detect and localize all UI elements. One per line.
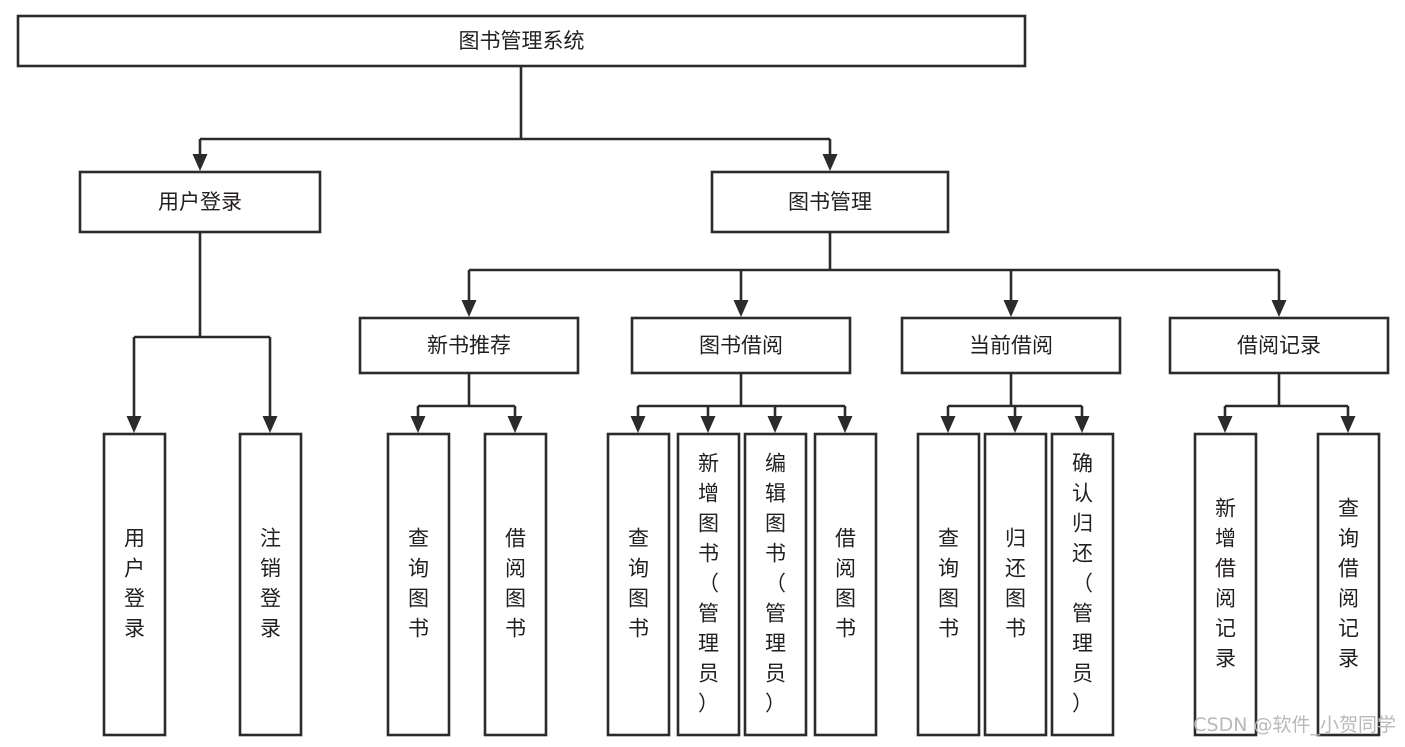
arrow-head-icon <box>1217 416 1233 433</box>
node-box <box>1050 432 1115 737</box>
node-box <box>710 170 950 234</box>
node-new-book-recommend[interactable]: 新书推荐 <box>358 316 580 375</box>
node-label: 编辑图书（管理员） <box>765 452 786 716</box>
node-label: 图书管理系统 <box>459 29 585 53</box>
connector-layer <box>126 66 1356 433</box>
node-leaf-confirm-return-admin[interactable]: 确认归还（管理员） <box>1050 432 1115 737</box>
arrow-head-icon <box>1340 416 1356 433</box>
node-box <box>386 432 451 737</box>
node-label: 归还图书 <box>1005 527 1026 641</box>
arrow-head-icon <box>1271 300 1287 317</box>
node-leaf-query-borrow-record[interactable]: 查询借阅记录 <box>1316 432 1381 737</box>
node-box <box>1193 432 1258 737</box>
node-label: 借阅图书 <box>835 527 856 641</box>
node-label: 当前借阅 <box>969 334 1053 358</box>
arrow-head-icon <box>262 416 278 433</box>
node-box <box>606 432 671 737</box>
node-label: 用户登录 <box>158 190 242 214</box>
connector-book-manage <box>461 232 1287 317</box>
node-box <box>16 14 1027 68</box>
arrow-head-icon <box>630 416 646 433</box>
arrow-head-icon <box>940 416 956 433</box>
node-box <box>630 316 852 375</box>
arrow-head-icon <box>1074 416 1090 433</box>
arrow-head-icon <box>126 416 142 433</box>
node-label: 借阅记录 <box>1237 334 1321 358</box>
arrow-head-icon <box>410 416 426 433</box>
node-leaf-add-book-admin[interactable]: 新增图书（管理员） <box>676 432 741 737</box>
node-label: 新增借阅记录 <box>1215 497 1236 671</box>
node-leaf-borrow-book[interactable]: 借阅图书 <box>813 432 878 737</box>
arrow-head-icon <box>461 300 477 317</box>
node-label: 查询图书 <box>628 527 649 641</box>
connector-user-login <box>126 232 278 433</box>
arrow-head-icon <box>733 300 749 317</box>
node-borrow-record[interactable]: 借阅记录 <box>1168 316 1390 375</box>
arrow-head-icon <box>822 154 838 171</box>
arrow-head-icon <box>1003 300 1019 317</box>
arrow-head-icon <box>767 416 783 433</box>
node-label: 用户登录 <box>124 527 145 641</box>
arrow-head-icon <box>192 154 208 171</box>
node-leaf-add-borrow-record[interactable]: 新增借阅记录 <box>1193 432 1258 737</box>
node-leaf-query-book-borrow[interactable]: 查询图书 <box>606 432 671 737</box>
arrow-head-icon <box>1007 416 1023 433</box>
node-box <box>78 170 322 234</box>
node-box <box>102 432 167 737</box>
node-box <box>743 432 808 737</box>
node-leaf-query-book-recommend[interactable]: 查询图书 <box>386 432 451 737</box>
node-leaf-edit-book-admin[interactable]: 编辑图书（管理员） <box>743 432 808 737</box>
arrow-head-icon <box>507 416 523 433</box>
connector-new-book-recommend <box>410 373 523 433</box>
node-box <box>1168 316 1390 375</box>
node-leaf-user-login[interactable]: 用户登录 <box>102 432 167 737</box>
arrow-head-icon <box>700 416 716 433</box>
node-current-borrow[interactable]: 当前借阅 <box>900 316 1122 375</box>
node-box <box>900 316 1122 375</box>
node-box <box>676 432 741 737</box>
node-label: 查询图书 <box>938 527 959 641</box>
node-label: 确认归还（管理员） <box>1072 452 1093 716</box>
node-label: 查询借阅记录 <box>1338 497 1359 671</box>
node-label: 图书借阅 <box>699 334 783 358</box>
node-leaf-logout[interactable]: 注销登录 <box>238 432 303 737</box>
node-book-borrow[interactable]: 图书借阅 <box>630 316 852 375</box>
node-label: 新增图书（管理员） <box>698 452 719 716</box>
node-box <box>358 316 580 375</box>
node-book-manage[interactable]: 图书管理 <box>710 170 950 234</box>
node-root[interactable]: 图书管理系统 <box>16 14 1027 68</box>
node-label: 图书管理 <box>788 190 872 214</box>
node-box <box>1316 432 1381 737</box>
connector-borrow-record <box>1217 373 1356 433</box>
node-box <box>483 432 548 737</box>
node-label: 注销登录 <box>260 527 281 641</box>
node-leaf-return-book[interactable]: 归还图书 <box>983 432 1048 737</box>
csdn-watermark: CSDN @软件_小贺同学 <box>1193 714 1396 736</box>
arrow-head-icon <box>837 416 853 433</box>
node-label: 新书推荐 <box>427 334 511 358</box>
node-user-login[interactable]: 用户登录 <box>78 170 322 234</box>
node-box <box>983 432 1048 737</box>
connector-current-borrow <box>940 373 1090 433</box>
node-layer: 图书管理系统用户登录图书管理新书推荐图书借阅当前借阅借阅记录用户登录注销登录查询… <box>16 14 1390 737</box>
node-label: 借阅图书 <box>505 527 526 641</box>
node-box <box>916 432 981 737</box>
node-label: 查询图书 <box>408 527 429 641</box>
node-leaf-query-book-current[interactable]: 查询图书 <box>916 432 981 737</box>
node-box <box>238 432 303 737</box>
node-box <box>813 432 878 737</box>
connector-root <box>192 66 838 171</box>
connector-book-borrow <box>630 373 853 433</box>
node-leaf-borrow-book-recommend[interactable]: 借阅图书 <box>483 432 548 737</box>
